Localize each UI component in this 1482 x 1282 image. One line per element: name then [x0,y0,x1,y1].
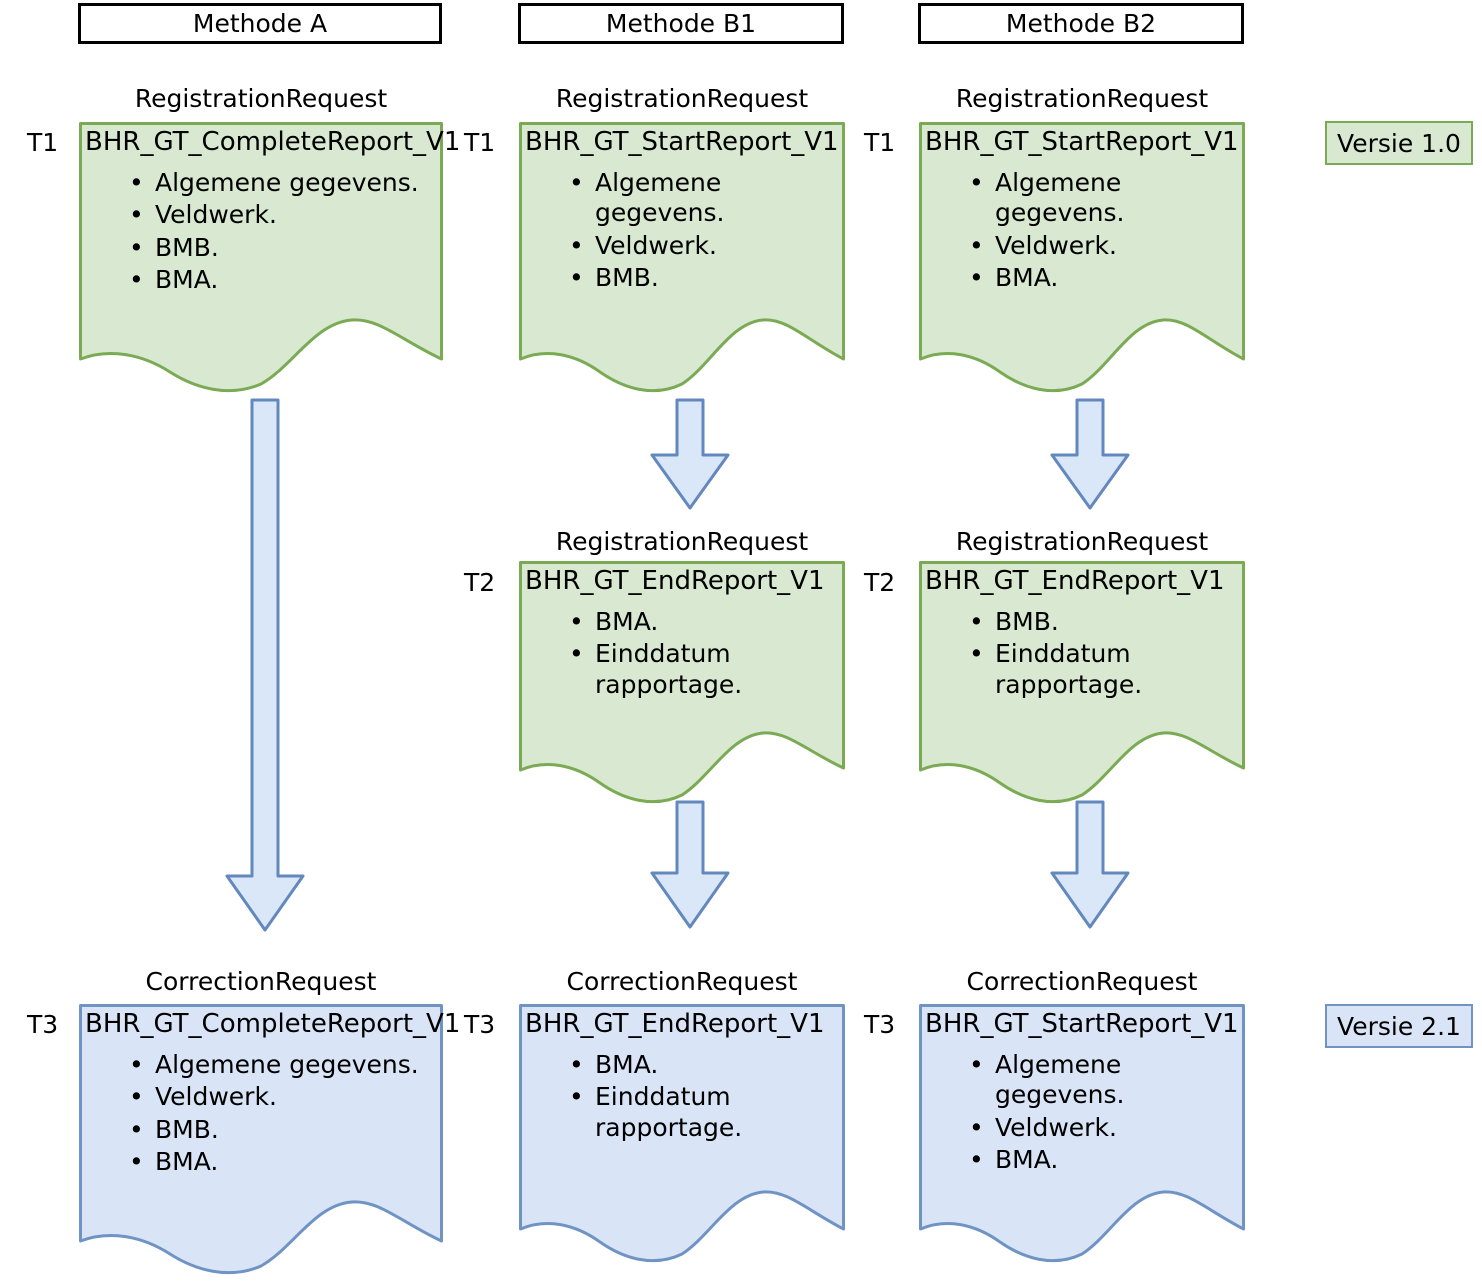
method-header-b2-label: Methode B2 [1005,9,1157,38]
document-b1-t3-body: BHR_GT_EndReport_V1 BMA. Einddatum rappo… [519,1004,845,1145]
document-b2-t1-items: Algemene gegevens. Veldwerk. BMA. [919,168,1245,294]
time-label-b2-t1: T1 [864,128,896,157]
list-item: Veldwerk. [129,1082,443,1113]
legend-versie-2-1-label: Versie 2.1 [1337,1011,1461,1041]
document-b1-t3-name: BHR_GT_EndReport_V1 [525,1009,825,1039]
time-label-b2-t2: T2 [864,568,896,597]
arrow-a-t1-to-t3 [224,398,306,933]
method-header-b2: Methode B2 [918,3,1244,44]
document-b2-t1-body: BHR_GT_StartReport_V1 Algemene gegevens.… [919,122,1245,296]
list-item: BMA. [969,263,1245,294]
list-item: BMB. [129,233,443,264]
time-label-b1-t2: T2 [464,568,496,597]
list-item: Veldwerk. [129,200,443,231]
document-b2-t2-body: BHR_GT_EndReport_V1 BMB. Einddatum rappo… [919,561,1245,702]
list-item: BMA. [129,265,443,296]
doc-kind-a-t1: RegistrationRequest [134,84,388,113]
document-b2-t1[interactable]: BHR_GT_StartReport_V1 Algemene gegevens.… [919,122,1245,400]
method-header-b1: Methode B1 [518,3,844,44]
doc-kind-a-t3: CorrectionRequest [145,967,377,996]
document-b1-t1[interactable]: BHR_GT_StartReport_V1 Algemene gegevens.… [519,122,845,400]
method-header-a: Methode A [78,3,442,44]
list-item: Algemene gegevens. [129,1050,443,1081]
doc-kind-b2-t3: CorrectionRequest [966,967,1198,996]
doc-kind-b2-t2: RegistrationRequest [955,527,1209,556]
arrow-b2-t1-to-t2 [1049,398,1131,511]
document-b1-t1-items: Algemene gegevens. Veldwerk. BMB. [519,168,845,294]
document-b1-t1-body: BHR_GT_StartReport_V1 Algemene gegevens.… [519,122,845,296]
legend-versie-1-0: Versie 1.0 [1325,121,1473,165]
document-b2-t2-items: BMB. Einddatum rapportage. [919,607,1245,701]
document-a-t3[interactable]: BHR_GT_CompleteReport_V1 Algemene gegeve… [79,1004,461,1282]
document-b1-t2-items: BMA. Einddatum rapportage. [519,607,845,701]
arrow-b1-t1-to-t2 [649,398,731,511]
list-item: Einddatum rapportage. [569,1082,775,1143]
document-a-t1-name: BHR_GT_CompleteReport_V1 [85,127,461,157]
list-item: BMA. [569,607,845,638]
document-b1-t2-name: BHR_GT_EndReport_V1 [525,566,825,596]
list-item: BMA. [129,1147,443,1178]
document-a-t3-items: Algemene gegevens. Veldwerk. BMB. BMA. [79,1050,443,1178]
document-a-t3-name: BHR_GT_CompleteReport_V1 [85,1009,461,1039]
time-label-b1-t3: T3 [464,1010,496,1039]
time-label-b1-t1: T1 [464,128,496,157]
document-b2-t3-name: BHR_GT_StartReport_V1 [925,1009,1239,1039]
time-label-a-t1: T1 [27,128,59,157]
document-b1-t3-items: BMA. Einddatum rapportage. [519,1050,845,1144]
list-item: Algemene gegevens. [969,1050,1245,1111]
time-label-a-t3: T3 [27,1010,59,1039]
document-b2-t2-name: BHR_GT_EndReport_V1 [925,566,1225,596]
list-item: BMA. [969,1145,1245,1176]
list-item: BMB. [129,1115,443,1146]
legend-versie-2-1: Versie 2.1 [1325,1004,1473,1048]
list-item: Algemene gegevens. [969,168,1245,229]
doc-kind-b1-t1: RegistrationRequest [555,84,809,113]
list-item: Veldwerk. [569,231,845,262]
document-b2-t3-body: BHR_GT_StartReport_V1 Algemene gegevens.… [919,1004,1245,1178]
list-item: BMB. [969,607,1245,638]
document-a-t1[interactable]: BHR_GT_CompleteReport_V1 Algemene gegeve… [79,122,461,400]
document-b1-t1-name: BHR_GT_StartReport_V1 [525,127,839,157]
arrow-b1-t2-to-t3 [649,800,731,930]
doc-kind-b2-t1: RegistrationRequest [955,84,1209,113]
method-header-b1-label: Methode B1 [605,9,757,38]
document-b1-t2[interactable]: BHR_GT_EndReport_V1 BMA. Einddatum rappo… [519,561,845,811]
list-item: Veldwerk. [969,231,1245,262]
arrow-b2-t2-to-t3 [1049,800,1131,930]
document-b2-t1-name: BHR_GT_StartReport_V1 [925,127,1239,157]
list-item: BMB. [569,263,845,294]
document-b2-t3[interactable]: BHR_GT_StartReport_V1 Algemene gegevens.… [919,1004,1245,1282]
document-a-t3-body: BHR_GT_CompleteReport_V1 Algemene gegeve… [79,1004,461,1180]
list-item: Einddatum rapportage. [969,639,1175,700]
doc-kind-b1-t2: RegistrationRequest [555,527,809,556]
document-a-t1-body: BHR_GT_CompleteReport_V1 Algemene gegeve… [79,122,461,298]
time-label-b2-t3: T3 [864,1010,896,1039]
list-item: Veldwerk. [969,1113,1245,1144]
document-b2-t3-items: Algemene gegevens. Veldwerk. BMA. [919,1050,1245,1176]
document-b2-t2[interactable]: BHR_GT_EndReport_V1 BMB. Einddatum rappo… [919,561,1245,811]
list-item: Algemene gegevens. [129,168,443,199]
list-item: Einddatum rapportage. [569,639,775,700]
method-header-a-label: Methode A [192,9,328,38]
document-a-t1-items: Algemene gegevens. Veldwerk. BMB. BMA. [79,168,443,296]
doc-kind-b1-t3: CorrectionRequest [566,967,798,996]
document-b1-t3[interactable]: BHR_GT_EndReport_V1 BMA. Einddatum rappo… [519,1004,845,1282]
list-item: BMA. [569,1050,845,1081]
list-item: Algemene gegevens. [569,168,845,229]
legend-versie-1-0-label: Versie 1.0 [1337,128,1461,158]
document-b1-t2-body: BHR_GT_EndReport_V1 BMA. Einddatum rappo… [519,561,845,702]
